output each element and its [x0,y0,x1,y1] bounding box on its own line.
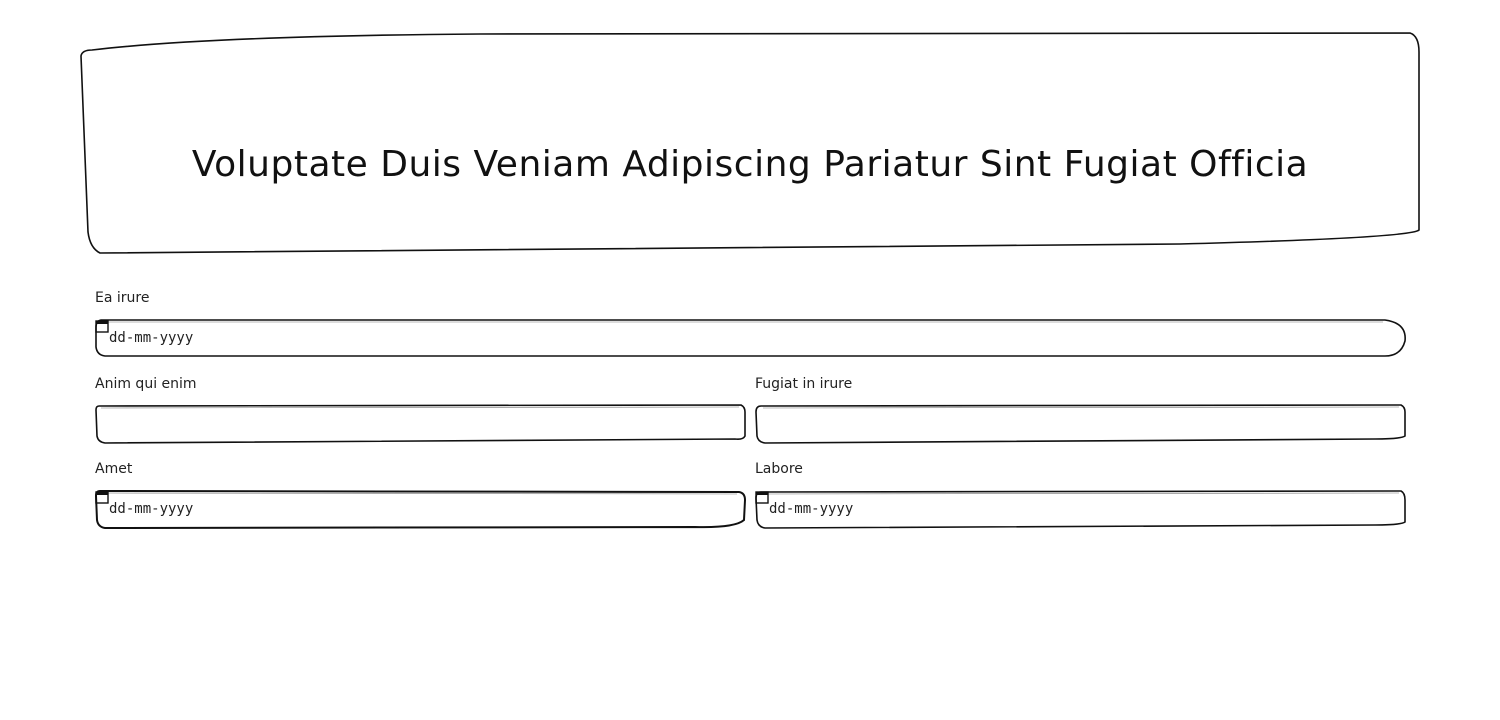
field-ea-irure: Ea irure dd-mm-yyyy [95,290,1407,360]
header-border [80,32,1420,254]
field-label-labore: Labore [755,461,803,477]
field-label-anim-qui-enim: Anim qui enim [95,376,197,392]
text-input-fugiat-in-irure[interactable] [755,404,1407,444]
calendar-icon[interactable] [95,490,109,504]
page-title: Voluptate Duis Veniam Adipiscing Pariatu… [191,144,1309,185]
field-label-amet: Amet [95,461,133,477]
field-amet: Amet dd-mm-yyyy [95,461,747,531]
field-label-fugiat-in-irure: Fugiat in irure [755,376,853,392]
date-input-ea-irure-placeholder: dd-mm-yyyy [109,330,194,346]
field-anim-qui-enim: Anim qui enim [95,376,747,446]
calendar-icon[interactable] [755,490,769,504]
field-labore: Labore dd-mm-yyyy [755,461,1407,531]
calendar-icon[interactable] [95,319,109,333]
date-input-labore-placeholder: dd-mm-yyyy [769,501,854,517]
date-input-amet[interactable]: dd-mm-yyyy [95,490,747,530]
date-input-ea-irure[interactable]: dd-mm-yyyy [95,319,1407,357]
field-label-ea-irure: Ea irure [95,290,150,306]
field-fugiat-in-irure: Fugiat in irure [755,376,1407,446]
date-input-labore[interactable]: dd-mm-yyyy [755,490,1407,529]
text-input-anim-qui-enim[interactable] [95,404,747,444]
date-input-amet-placeholder: dd-mm-yyyy [109,501,194,517]
header-box: Voluptate Duis Veniam Adipiscing Pariatu… [80,32,1420,254]
